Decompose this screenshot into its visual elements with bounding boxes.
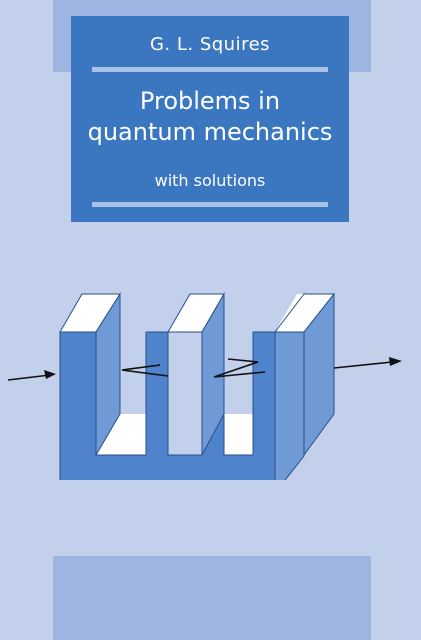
particle-path-arrow-icon: [7, 357, 402, 381]
slit-wall-left: [59, 292, 121, 457]
divider-top: [92, 67, 328, 72]
book-title-line-2: quantum mechanics: [87, 118, 333, 146]
author-name: G. L. Squires: [149, 34, 271, 55]
triple-slit-apparatus-icon: [7, 292, 402, 480]
book-title: Problems in quantum mechanics: [71, 86, 349, 148]
bottom-decorative-strip: [53, 556, 371, 640]
base-front-face: [59, 331, 276, 480]
slit-wall-right: [273, 292, 336, 457]
divider-bottom: [92, 202, 328, 207]
title-panel: G. L. Squires Problems in quantum mechan…: [71, 16, 349, 222]
slit-wall-middle: [167, 292, 225, 456]
book-subtitle: with solutions: [154, 171, 266, 190]
book-title-line-1: Problems in: [139, 87, 281, 115]
